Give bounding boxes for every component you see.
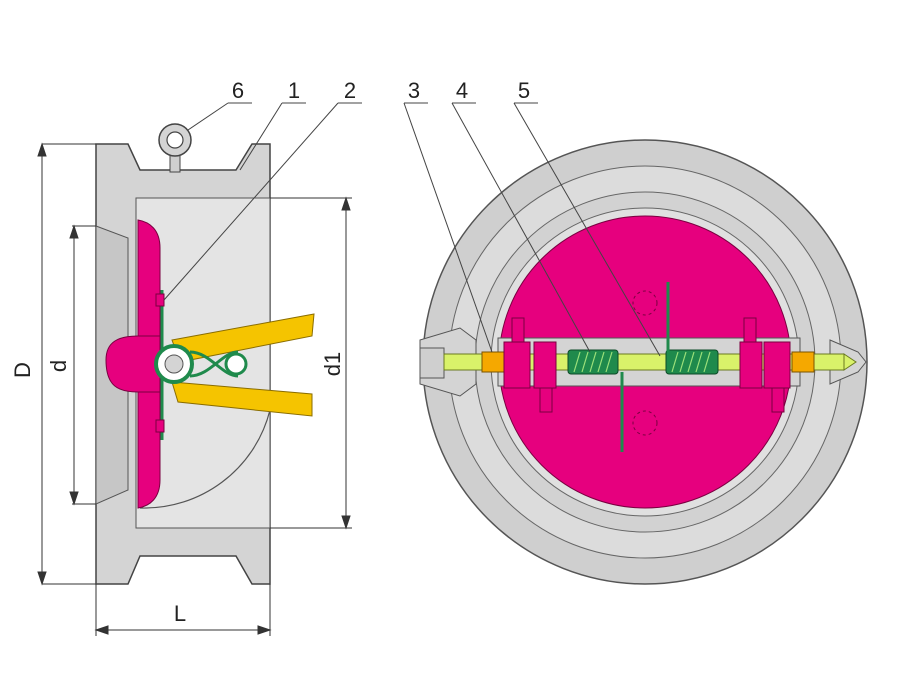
dim-d1-label: d1 [320,352,345,376]
callout-6: 6 [232,78,244,103]
disc-stud [155,419,165,433]
front-view [419,139,868,585]
hex-plug [419,347,445,379]
bushing [791,351,815,373]
callout-2: 2 [344,78,356,103]
hinge-tab [743,317,757,343]
lower-arm [171,381,313,417]
hinge-tab [511,317,525,343]
leader-lines [163,102,661,357]
flow-curve [139,409,271,509]
bushing [481,351,505,373]
section-view [95,123,315,585]
hidden-hole [632,290,658,316]
dim-d-label: d [46,360,71,372]
callout-3: 3 [408,78,420,103]
spring-coils [573,351,711,373]
dimension-lines [37,142,352,636]
hinge-tab [771,387,785,413]
callout-5: 5 [518,78,530,103]
hinge-block [503,341,531,389]
shaft-tip [843,353,857,371]
disc-stud [155,293,165,307]
hidden-hole [632,410,658,436]
hinge-block [533,341,557,389]
hinge-block [739,341,763,389]
dim-D-label: D [10,362,35,378]
callout-4: 4 [456,78,468,103]
hinge-block [763,341,791,389]
spring-coil [154,344,248,384]
spring-right [665,349,719,375]
eye-bolt [158,123,192,173]
callout-1: 1 [288,78,300,103]
disc-hub [105,335,161,393]
hinge-tab [539,387,553,413]
dim-L-label: L [174,601,186,626]
